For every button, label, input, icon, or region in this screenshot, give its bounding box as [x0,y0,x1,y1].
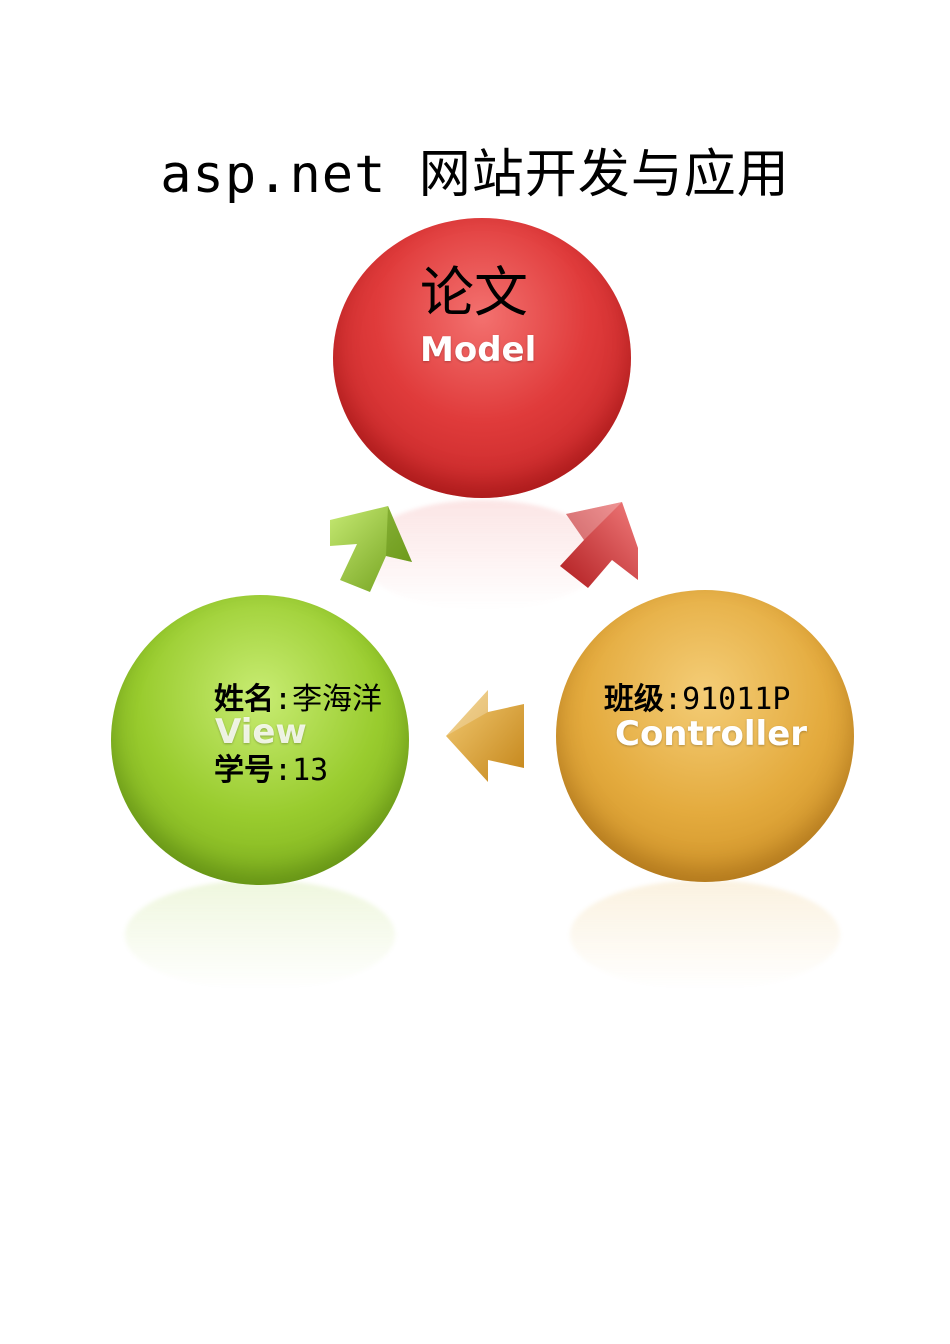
student-name-line: 姓名:李海洋 [214,674,382,718]
arrow-view-to-model [330,506,412,592]
title-prefix: asp.net [160,145,387,205]
name-label: 姓名 [214,682,274,717]
arrow-controller-to-model [560,502,638,588]
model-cn-label: 论文 [420,261,528,324]
controller-en-label: Controller [615,714,808,754]
model-circle [333,218,631,498]
document-title: asp.net 网站开发与应用 [0,132,950,207]
view-reflection [125,880,395,990]
arrow-controller-to-view [446,690,524,782]
student-id-line: 学号:13 [214,745,328,789]
model-en-label: Model [420,330,537,370]
id-label: 学号 [214,753,274,788]
controller-reflection [570,880,840,990]
id-value: 13 [292,753,329,788]
class-label: 班级 [604,682,664,717]
class-separator: : [664,682,683,717]
controller-circle [556,590,854,882]
title-main: 网站开发与应用 [418,145,790,205]
name-separator: : [274,682,293,717]
class-value: 91011P [682,682,791,717]
class-line: 班级:91011P [604,674,790,718]
id-separator: : [274,753,293,788]
name-value: 李海洋 [292,682,383,717]
view-circle [111,595,409,885]
view-en-label: View [215,712,307,752]
